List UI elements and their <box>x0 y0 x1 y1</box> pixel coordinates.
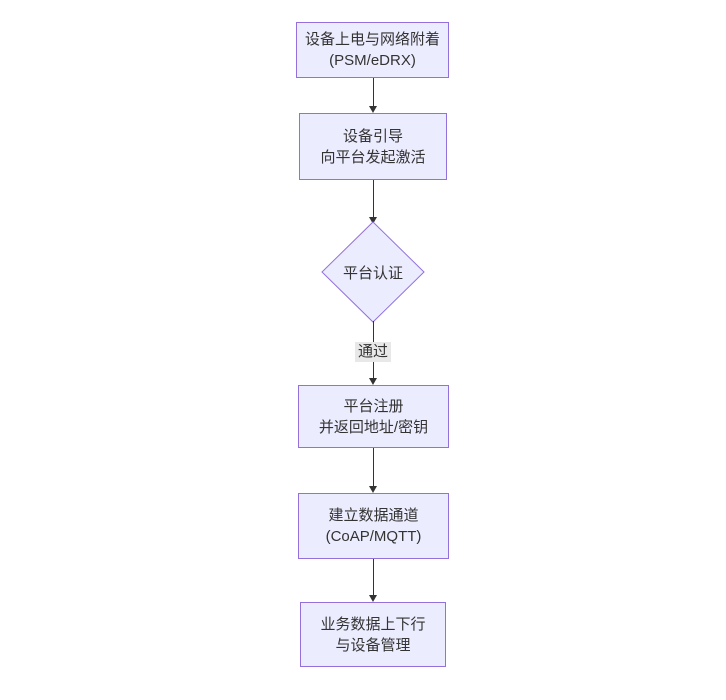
edge-label-pass: 通过 <box>354 342 392 362</box>
node-text-line: 业务数据上下行 <box>320 615 426 633</box>
edge-connector <box>368 180 378 224</box>
node-text-line: 并返回地址/密钥 <box>318 418 429 436</box>
edge-line <box>372 180 374 217</box>
node-text-line: 设备上电与网络附着 <box>304 31 440 48</box>
edge-connector <box>368 448 378 493</box>
node-device-bootstrap: 设备引导 向平台发起激活 <box>299 113 447 180</box>
decision-platform-auth: 平台认证 <box>322 223 424 321</box>
node-data-channel: 建立数据通道 (CoAP/MQTT) <box>298 493 449 559</box>
arrowhead-down-icon <box>369 217 377 224</box>
node-platform-register: 平台注册 并返回地址/密钥 <box>298 385 449 448</box>
node-text-line: 设备引导 <box>342 127 403 145</box>
node-text-line: (PSM/eDRX) <box>329 52 416 69</box>
node-text-line: (CoAP/MQTT) <box>325 528 422 545</box>
edge-connector <box>368 78 378 113</box>
arrowhead-down-icon <box>369 106 377 113</box>
node-business-data: 业务数据上下行 与设备管理 <box>300 602 446 667</box>
edge-line <box>372 559 374 595</box>
arrowhead-down-icon <box>369 486 377 493</box>
node-power-network-attach: 设备上电与网络附着 (PSM/eDRX) <box>296 22 449 78</box>
node-text-line: 平台注册 <box>343 397 404 415</box>
arrowhead-down-icon <box>369 378 377 385</box>
arrowhead-down-icon <box>369 595 377 602</box>
edge-line <box>372 448 374 486</box>
edge-connector <box>368 559 378 602</box>
node-text-line: 与设备管理 <box>335 636 411 654</box>
node-text-line: 建立数据通道 <box>328 507 419 524</box>
node-text-line: 平台认证 <box>342 264 403 282</box>
node-text-line: 向平台发起激活 <box>320 148 426 166</box>
edge-line <box>372 78 374 106</box>
